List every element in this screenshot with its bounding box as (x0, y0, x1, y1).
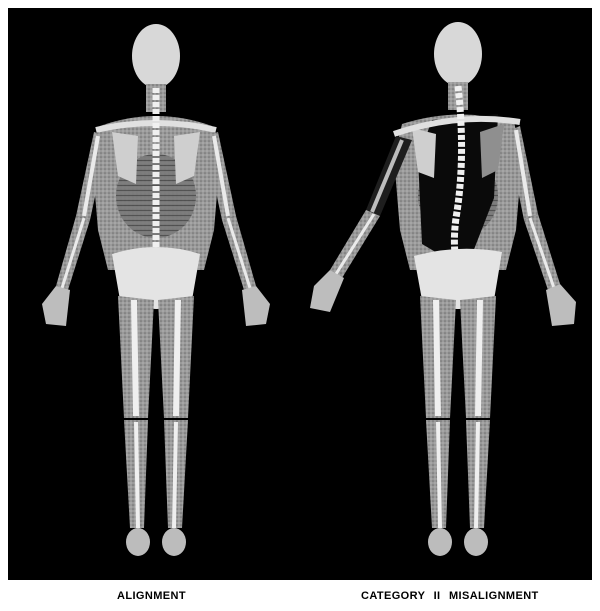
right-hand (546, 284, 576, 326)
anatomy-illustration (8, 8, 592, 580)
alignment-caption: ALIGNMENT (117, 590, 186, 602)
skull (132, 24, 180, 88)
aligned-figure (42, 24, 270, 556)
left-hand (310, 270, 344, 312)
right-hand (242, 286, 270, 326)
right-foot (464, 528, 488, 556)
figure-panel (8, 8, 592, 580)
left-hand (42, 286, 70, 326)
right-foot (162, 528, 186, 556)
misalignment-caption: CATEGORY II MISALIGNMENT (361, 590, 539, 602)
misaligned-figure (310, 22, 576, 556)
skull (434, 22, 482, 86)
left-foot (126, 528, 150, 556)
left-foot (428, 528, 452, 556)
